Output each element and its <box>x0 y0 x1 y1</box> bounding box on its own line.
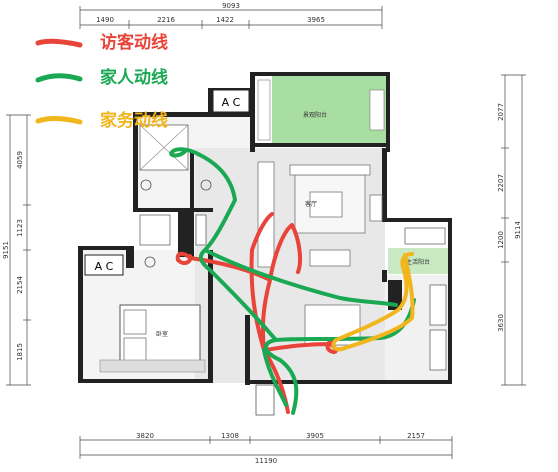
visitor-route <box>175 212 338 414</box>
dim-right-2: 2207 <box>497 174 505 192</box>
service-balcony <box>388 248 448 274</box>
dim-left-2: 1123 <box>16 219 24 237</box>
dim-top-3: 1422 <box>216 16 234 24</box>
dim-top-4: 3965 <box>307 16 325 24</box>
legend-swatch-housework <box>35 116 83 125</box>
ac-unit-left: A C <box>84 254 124 276</box>
dim-bottom-2: 1308 <box>221 432 239 440</box>
dim-top-1: 1490 <box>96 16 114 24</box>
legend-label-visitor: 访客动线 <box>100 32 168 53</box>
legend-swatch-family <box>35 73 83 83</box>
bed <box>99 304 206 373</box>
dimension-lines <box>6 6 526 459</box>
ac-unit-top: A C <box>212 89 250 113</box>
balcony-plants <box>257 79 385 141</box>
service-balcony-label: 生活阳台 <box>406 258 430 266</box>
bedroom-label: 卧室 <box>156 330 168 338</box>
balcony-label: 景观阳台 <box>303 111 327 119</box>
ac-top-label: A C <box>222 96 241 109</box>
dim-left-total: 9151 <box>2 241 10 259</box>
dim-left-4: 1815 <box>16 343 24 361</box>
dim-top-total: 9093 <box>222 2 240 10</box>
dim-bottom-total: 11190 <box>255 457 277 465</box>
dim-right-3: 1200 <box>497 231 505 249</box>
legend: 访客动线 家人动线 家务动线 <box>35 32 168 131</box>
legend-swatch-visitor <box>35 38 83 48</box>
living-label: 客厅 <box>305 200 317 208</box>
dim-bottom-4: 2157 <box>407 432 425 440</box>
dim-left-3: 2154 <box>16 276 24 294</box>
living-furniture <box>257 161 383 346</box>
landscape-balcony <box>272 75 387 143</box>
housework-route <box>331 252 415 352</box>
dim-right-4: 3630 <box>497 314 505 332</box>
legend-label-housework: 家务动线 <box>100 110 168 131</box>
entrance-door <box>255 384 275 416</box>
dim-top-2: 2216 <box>157 16 175 24</box>
legend-label-family: 家人动线 <box>100 67 168 88</box>
dim-right-total: 9114 <box>514 221 522 239</box>
dim-bottom-1: 3820 <box>136 432 154 440</box>
kitchen-fixtures <box>404 227 447 371</box>
dim-bottom-3: 3905 <box>306 432 324 440</box>
bathroom-fixtures <box>139 214 207 268</box>
dim-right-1: 2077 <box>497 103 505 121</box>
family-route <box>169 147 416 415</box>
ac-left-label: A C <box>95 260 114 273</box>
dim-left-1: 4059 <box>16 151 24 169</box>
